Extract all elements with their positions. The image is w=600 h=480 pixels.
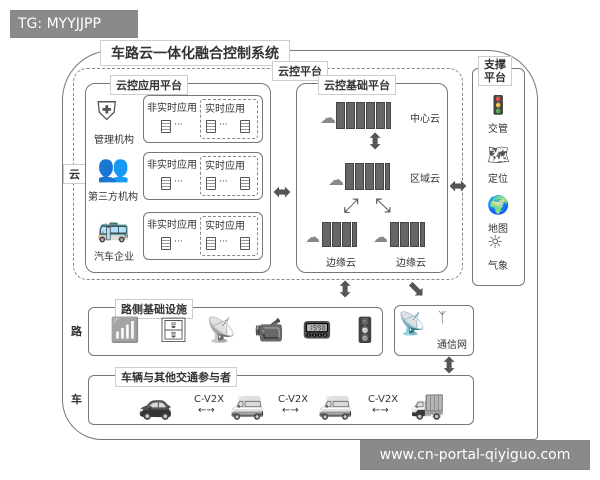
sun-icon: ☼ [487,232,504,253]
bus-icon: 🚐 [318,388,353,421]
cloud-platform-label: 云控平台 [272,61,328,81]
ellipsis: ··· [174,237,183,247]
region-cloud-label: 区域云 [410,174,440,185]
realtime-group: 实时应用 [200,216,258,256]
realtime-group: 实时应用 [200,99,258,139]
server-icon: 🗄 [158,316,189,344]
ellipsis: ··· [174,177,183,187]
traffic-light-icon: 🚦 [487,95,510,116]
communication-network [394,305,474,356]
document-icon [240,177,250,190]
realtime-label: 实时应用 [205,104,245,115]
bidirectional-arrow: ⬌ [273,180,292,205]
diagonal-arrow: ⤡ [375,193,391,217]
support-platform-label: 支撑平台 [478,56,512,86]
vertical-arrow: ⬍ [440,354,459,379]
document-icon [161,120,171,133]
radar-icon: 📡 [206,316,236,344]
system-title: 车路云一体化融合控制系统 [100,40,290,66]
watermark: www.cn-portal-qiyiguo.com [360,440,590,470]
document-icon [240,237,250,250]
diagonal-arrow: ⤢ [343,193,359,217]
cell-tower-icon: ᛉ [438,310,447,326]
badge: TG: MYYJJPP [10,10,138,38]
ellipsis: ··· [219,237,228,247]
cloud-icon: ☁ [373,228,388,246]
application-group: 非实时应用 实时应用 ··· ··· [143,212,263,260]
layer-vehicle-label: 车 [66,390,87,408]
document-icon [206,177,216,190]
ellipsis: ··· [219,177,228,187]
bidirectional-arrow: ←→ [282,405,299,416]
vehicles-label: 车辆与其他交通参与者 [115,367,237,387]
actor-label: 管理机构 [94,135,134,146]
cloud-icon: ☁ [305,228,320,246]
support-item-label: 地图 [488,224,508,235]
document-icon [206,120,216,133]
application-group: 非实时应用 实时应用 ··· ··· [143,152,263,200]
non-realtime-label: 非实时应用 [147,103,197,114]
outer-frame [62,50,538,440]
vertical-arrow: ⬍ [336,278,355,303]
people-icon: 👥 [97,154,130,184]
bus-icon: 🚐 [230,388,265,421]
map-pin-icon: 🗺 [487,145,510,166]
support-item-label: 交管 [488,124,508,135]
diagonal-arrow: ⬊ [407,277,426,302]
cell-tower-icon: 📡 [398,312,426,337]
ellipsis: ··· [219,120,228,130]
base-platform-label: 云控基础平台 [318,75,396,95]
rsu-icon: 📟 [302,316,332,344]
realtime-group: 实时应用 [200,156,258,196]
cloud-icon: ☁ [328,170,344,189]
c-v2x-link: C-V2X [368,394,399,405]
non-realtime-label: 非实时应用 [147,160,197,171]
vehicles-participants [88,375,474,425]
actor-label: 第三方机构 [88,192,138,203]
layer-cloud-label: 云 [63,164,86,184]
ellipsis: ··· [174,120,183,130]
router-icon: 📶 [110,316,140,344]
edge-cloud-servers [390,222,425,247]
application-platform-label: 云控应用平台 [110,75,188,95]
edge-cloud-servers [322,222,357,247]
document-icon [240,120,250,133]
car-icon: 🚗 [138,388,173,421]
center-cloud-label: 中心云 [410,114,440,125]
layer-road-label: 路 [66,322,87,340]
vertical-arrow: ⬍ [366,130,385,155]
network-label: 通信网 [437,340,467,351]
actor-label: 汽车企业 [94,252,134,263]
support-item-label: 定位 [488,174,508,185]
globe-icon: 🌍 [487,195,510,216]
c-v2x-link: C-V2X [194,394,225,405]
support-item-label: 气象 [488,261,508,272]
bidirectional-arrow: ⬌ [449,174,468,199]
support-platform [472,68,525,286]
bidirectional-arrow: ←→ [198,405,215,416]
document-icon [161,177,171,190]
edge-cloud-label: 边缘云 [396,258,426,269]
realtime-label: 实时应用 [205,161,245,172]
region-cloud-servers [345,163,390,190]
truck-icon: 🚚 [410,388,445,421]
cloud-icon: ☁ [320,108,336,127]
document-icon [206,237,216,250]
c-v2x-link: C-V2X [278,394,309,405]
traffic-light-icon: 🚦 [350,316,380,344]
realtime-label: 实时应用 [205,221,245,232]
bidirectional-arrow: ←→ [372,405,389,416]
edge-cloud-label: 边缘云 [326,258,356,269]
non-realtime-label: 非实时应用 [147,220,197,231]
center-cloud-servers [336,102,391,129]
application-group: 非实时应用 实时应用 ··· ··· [143,95,263,143]
camera-icon: 📹 [254,316,284,344]
shield-globe-icon: ⛨ [97,97,117,127]
roadside-label: 路侧基础设施 [115,299,193,319]
document-icon [161,237,171,250]
bus-front-icon: 🚌 [97,214,130,244]
